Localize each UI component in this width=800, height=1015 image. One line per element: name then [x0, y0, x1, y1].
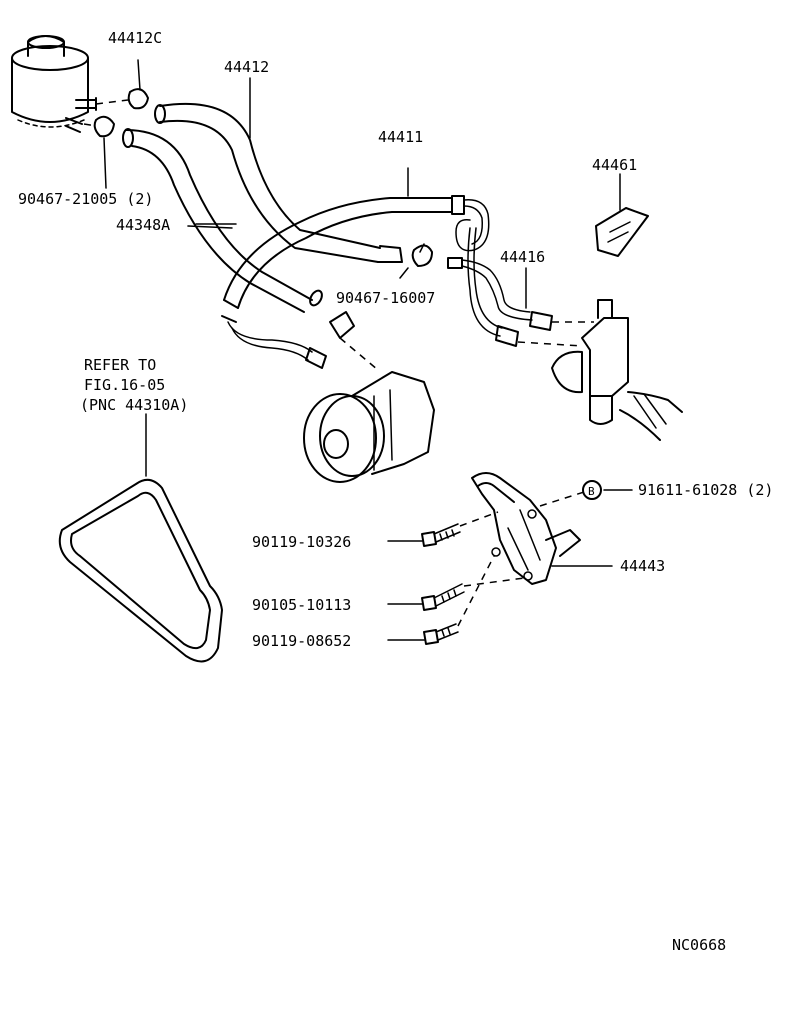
label-44412c: 44412C	[108, 29, 162, 47]
bolt-90119-08652	[387, 555, 495, 645]
label-90467-21005: 90467-21005 (2)	[18, 190, 153, 208]
label-90119-10326: 90119-10326	[252, 533, 351, 551]
label-b-marker: B	[588, 485, 595, 498]
bracket-44443	[471, 472, 613, 585]
bolt-90105-10113	[387, 577, 525, 611]
return-hose-44412	[154, 77, 403, 263]
pressure-hose-44411	[221, 167, 519, 369]
insulator-44461	[595, 173, 649, 257]
label-44416: 44416	[500, 248, 545, 266]
label-90105-10113: 90105-10113	[252, 596, 351, 614]
reservoir-tank	[11, 35, 97, 133]
label-90119-08652: 90119-08652	[252, 632, 351, 650]
label-44443: 44443	[620, 557, 665, 575]
label-pnc-ref: (PNC 44310A)	[80, 396, 188, 414]
suction-hose-44348a	[122, 128, 323, 313]
label-figure-code: NC0668	[672, 936, 726, 954]
label-91611-61028: 91611-61028 (2)	[638, 481, 773, 499]
label-44412: 44412	[224, 58, 269, 76]
drive-belt	[58, 413, 223, 663]
label-refer-to: REFER TO	[84, 356, 156, 374]
label-44461: 44461	[592, 156, 637, 174]
clamp-90467-16007	[399, 243, 433, 279]
steering-gear-housing	[517, 299, 683, 441]
label-44348a: 44348A	[116, 216, 170, 234]
b-marker-circle	[582, 480, 602, 500]
label-90467-16007: 90467-16007	[336, 289, 435, 307]
hose-clamp-44412c	[127, 59, 149, 110]
label-fig-ref: FIG.16-05	[84, 376, 165, 394]
label-44411: 44411	[378, 128, 423, 146]
power-steering-pump	[303, 311, 435, 483]
bolt-90119-10326	[387, 511, 499, 547]
return-tube-44416	[447, 257, 553, 331]
hose-clamp-90467-21005	[93, 115, 115, 189]
